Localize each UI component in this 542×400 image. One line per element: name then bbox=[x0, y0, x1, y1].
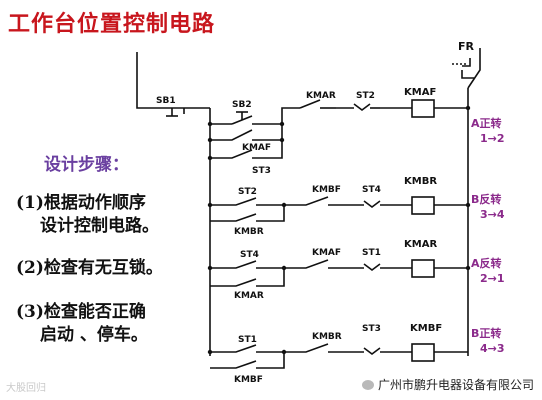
steps-heading: 设计步骤： bbox=[44, 155, 129, 175]
row1-motion-step: 1→2 bbox=[480, 132, 505, 145]
sb1-label: SB1 bbox=[156, 96, 176, 106]
row2-interlock-wire bbox=[284, 196, 346, 206]
row1-motion-label: A正转 bbox=[471, 116, 502, 130]
row2-latch-label: KMBR bbox=[234, 227, 264, 237]
step-1-line-1: (1)根据动作顺序 bbox=[16, 193, 146, 213]
row4-motion-step: 4→3 bbox=[480, 342, 505, 355]
row1-latch-wire bbox=[210, 124, 283, 141]
row2-motion-step: 3→4 bbox=[480, 208, 505, 221]
company-name: 广州市鹏升电器设备有限公司 bbox=[377, 378, 534, 392]
row3-limit-wire bbox=[346, 263, 412, 271]
step-3-line-1: (3)检查能否正确 bbox=[16, 302, 146, 322]
row3-interlock-label: KMAF bbox=[312, 248, 341, 258]
row4-latch-label: KMBF bbox=[234, 375, 263, 385]
row3-latch-label: KMAR bbox=[234, 291, 264, 301]
diagram-title: 工作台位置控制电路 bbox=[8, 11, 216, 37]
step-2: (2)检查有无互锁。 bbox=[16, 257, 163, 280]
row2-interlock-label: KMBF bbox=[312, 185, 341, 195]
row3-latch-wire bbox=[210, 268, 285, 287]
sb2-label: SB2 bbox=[232, 100, 252, 110]
step-3: (3)检查能否正确 启动 、停车。 bbox=[16, 301, 148, 347]
row1-interlock-contact bbox=[299, 99, 336, 109]
step-1-line-2: 设计控制电路。 bbox=[40, 216, 159, 236]
watermark: 大股回归 bbox=[6, 383, 46, 394]
row2-motion-label: B反转 bbox=[471, 192, 501, 206]
row4-motion-label: B正转 bbox=[471, 326, 501, 340]
row1-main-wire bbox=[252, 107, 300, 125]
row2-limit-wire bbox=[346, 200, 412, 208]
row3-coil-label: KMAR bbox=[404, 239, 437, 250]
row3-coil bbox=[411, 259, 435, 278]
row1-coil-label: KMAF bbox=[404, 87, 436, 98]
row2-switch-label: ST2 bbox=[238, 187, 257, 197]
row1-latch-label: KMAF bbox=[242, 143, 271, 153]
company-credit: 广州市鹏升电器设备有限公司 bbox=[361, 376, 534, 393]
step-3-line-2: 启动 、停车。 bbox=[40, 325, 148, 345]
row4-interlock-label: KMBR bbox=[312, 332, 342, 342]
top-supply-wire bbox=[136, 52, 160, 109]
row3-switch-label: ST4 bbox=[240, 250, 259, 260]
row4-interlock-wire bbox=[284, 343, 346, 353]
row3-motion-label: A反转 bbox=[471, 256, 502, 270]
wechat-icon bbox=[361, 380, 374, 390]
row1-st3-wire bbox=[210, 140, 283, 159]
row3-limit-label: ST1 bbox=[362, 248, 381, 258]
fr-thermal-relay bbox=[452, 48, 481, 89]
row4-switch-wire bbox=[210, 344, 284, 353]
row3-interlock-wire bbox=[284, 259, 346, 269]
row2-switch-wire bbox=[210, 197, 284, 206]
row1-limit-label: ST2 bbox=[356, 91, 375, 101]
row1-interlock-label: KMAR bbox=[306, 91, 336, 101]
fr-label: FR bbox=[458, 40, 475, 53]
row1-coil bbox=[411, 99, 435, 118]
row3-switch-wire bbox=[210, 260, 284, 269]
row2-coil bbox=[411, 196, 435, 215]
row4-limit-wire bbox=[346, 347, 412, 355]
row2-latch-wire bbox=[210, 205, 285, 222]
sb2-start-button bbox=[231, 111, 253, 125]
row4-limit-label: ST3 bbox=[362, 324, 381, 334]
junction-dots bbox=[207, 105, 471, 355]
row2-coil-label: KMBR bbox=[404, 176, 437, 187]
row4-switch-label: ST1 bbox=[238, 335, 257, 345]
step-2-line-1: (2)检查有无互锁。 bbox=[16, 258, 163, 278]
row4-coil-label: KMBF bbox=[410, 323, 442, 334]
sb1-stop-button bbox=[160, 107, 185, 117]
row4-latch-wire bbox=[210, 352, 285, 369]
row2-limit-label: ST4 bbox=[362, 185, 381, 195]
row1-switch-label: ST3 bbox=[252, 166, 271, 176]
step-1: (1)根据动作顺序 设计控制电路。 bbox=[16, 192, 159, 238]
row4-coil bbox=[411, 343, 435, 362]
row1-limit-switch bbox=[336, 103, 380, 111]
row3-motion-step: 2→1 bbox=[480, 272, 505, 285]
